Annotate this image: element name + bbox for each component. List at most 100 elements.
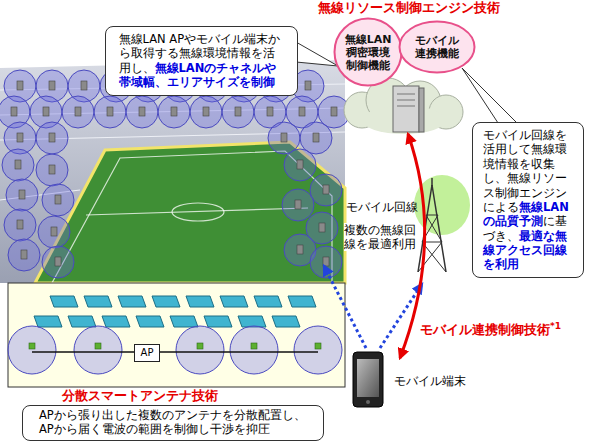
highlight-text: 無線LANのチャネルや帯域幅、エリアサイズを制御 [119,61,277,89]
section-title: モバイル連携制御技術*1 [420,318,561,338]
server-icon [393,86,424,132]
access-point [51,227,57,236]
callout-box: APから張り出した複数のアンテナを分散配置し、APから届く電波の範囲を制御し干渉… [22,405,324,441]
access-point [299,107,305,116]
laptop-icon [220,296,248,307]
cloud [344,78,463,134]
node-text: APから張り出した複数のアンテナを分散配置し、APから届く電波の範囲を制御し干渉… [39,409,307,437]
mobile-tower [426,215,438,216]
link-label: 複数の無線回線を最適利用 [344,223,416,251]
coverage-circle [294,326,342,374]
coverage-circle [300,122,332,154]
coverage-circle [36,122,68,154]
wireless-link [324,266,366,348]
coverage-circle [42,184,74,216]
access-point [281,133,287,142]
laptop-icon [50,296,78,307]
access-point [75,107,81,116]
coverage-circle [4,209,36,241]
access-point [297,160,303,169]
mobile-phone [366,400,370,404]
callout-box: モバイル回線を活用して無線環境情報を収集し、無線リソース制御エンジンによる無線L… [472,122,584,278]
access-point [55,195,61,204]
highlight-text: 無線LANの品質予測 [483,200,569,228]
coverage-circle [62,96,94,128]
access-point [15,160,21,169]
coverage-circle [8,326,56,374]
laptop-icon [84,296,112,307]
server-icon [397,100,415,101]
mobile-tower [431,178,433,186]
coverage-circle [36,154,68,186]
link-label: モバイル回線 [346,200,418,214]
antenna-panel [8,283,345,387]
stadium [172,203,224,221]
function-bubble: 無線LAN稠密環境制御機能 [333,17,403,87]
access-point [81,81,87,90]
server-icon [397,106,415,107]
coverage-circle [222,96,254,128]
laptop-icon [118,296,146,307]
antenna-symbol [197,343,203,349]
access-point [49,165,55,174]
access-point [17,220,23,229]
node-text: AP [141,347,154,359]
access-point [49,133,55,142]
laptop-icon [136,316,164,327]
access-point [295,200,301,209]
access-point [21,250,27,259]
access-point [297,245,303,254]
section-title: 無線リソース制御エンジン技術 [318,0,500,16]
server-icon [393,86,419,132]
access-point [55,257,61,266]
access-point [331,107,337,116]
coverage-circle [126,96,158,128]
node-text: 無線LAN APやモバイル端末から取得する無線環境情報を活用し、無線LANのチャ… [119,32,285,90]
wireless-link [380,284,422,348]
mobile-phone [353,352,383,407]
access-point [313,133,319,142]
mobile-phone [353,352,383,407]
callout-tail [296,42,338,66]
access-point [139,107,145,116]
coverage-circle [8,239,40,271]
antenna-symbol [315,343,321,349]
access-point [235,107,241,116]
laptop-icon [68,316,96,327]
coverage-circle [284,149,316,181]
laptop-icon [238,316,266,327]
coverage-circle [282,189,314,221]
highlight-text: *1 [550,321,561,331]
function-bubble: モバイル連携機能 [398,20,476,74]
mobile-phone [357,359,379,397]
node-text: モバイル回線を活用して無線環境情報を収集し、無線リソース制御エンジンによる無線L… [483,128,573,272]
access-point [319,223,325,232]
callout-box: 無線LAN APやモバイル端末から取得する無線環境情報を活用し、無線LANのチャ… [105,26,298,96]
coverage-circle [38,216,70,248]
callout-tail [462,68,520,126]
server-icon [397,94,415,95]
access-point [107,107,113,116]
coverage-circle [158,96,190,128]
bubble-outline [400,22,475,73]
laptop-icon [34,316,62,327]
access-point [305,81,311,90]
antenna-panel [32,351,318,353]
coverage-circle [2,149,34,181]
access-point [203,107,209,116]
coverage-circle [6,179,38,211]
coverage-circle [190,96,222,128]
access-point [323,257,329,266]
laptop-icon [204,316,232,327]
coverage-circle [310,246,342,278]
access-point [171,107,177,116]
stadium [86,208,308,215]
access-point [19,190,25,199]
laptop-icon [170,316,198,327]
coverage-circle [94,96,126,128]
antenna-symbol [95,343,101,349]
coverage-circle [74,326,122,374]
coverage-circle [42,246,74,278]
laptop-icon [254,296,282,307]
device-label: モバイル端末 [394,374,466,388]
